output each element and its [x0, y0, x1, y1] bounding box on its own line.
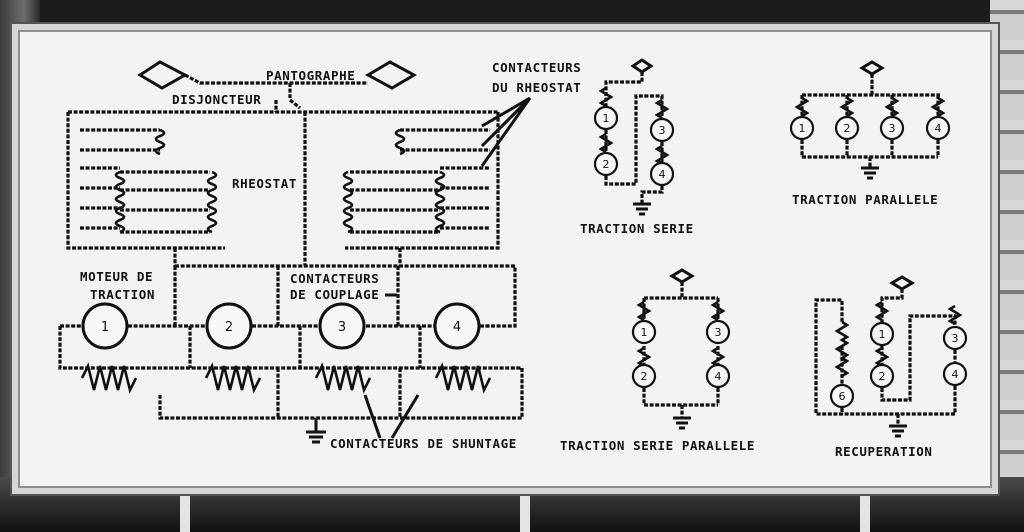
- field-windings: [80, 362, 492, 394]
- coupling-contactors-label-2: DE COUPLAGE: [290, 287, 379, 302]
- serie-motor-3: 3: [659, 124, 666, 137]
- coupling-droppers: [173, 266, 400, 326]
- ground-symbol: [306, 418, 326, 444]
- coupling-contactors-label-1: CONTACTEURS: [290, 271, 379, 286]
- sp-motor-3: 3: [715, 326, 722, 339]
- motor-1-number: 1: [101, 320, 109, 335]
- motor-4: 4: [433, 302, 481, 350]
- support-post: [180, 482, 190, 532]
- traction-motor-label-1: MOTEUR DE: [80, 269, 153, 284]
- motor-1: 1: [81, 302, 129, 350]
- parallele-caption: TRACTION PARALLELE: [792, 192, 938, 207]
- serie-motor-1: 1: [603, 112, 610, 125]
- pantograph-icon: [669, 268, 695, 284]
- scheme-traction-parallele: 1 2 3 4 TRACTION PARALLELE: [789, 60, 951, 207]
- motor-2: 2: [205, 302, 253, 350]
- recup-motor-6: 6: [839, 390, 846, 403]
- rheostat-left: [66, 112, 225, 266]
- diagram-board: [12, 24, 998, 494]
- recup-caption: RECUPERATION: [835, 444, 933, 459]
- recup-motor-2: 2: [879, 370, 886, 383]
- motor-4-number: 4: [453, 320, 461, 335]
- ground-symbol: [861, 166, 879, 180]
- scheme-traction-serie: 1 2 3 4 TRACTION SERIE: [580, 58, 694, 236]
- support-post: [860, 482, 870, 532]
- sp-caption: TRACTION SERIE PARALLELE: [560, 438, 755, 453]
- recup-motor-1: 1: [879, 328, 886, 341]
- rheostat-right: [342, 112, 500, 266]
- sp-motor-2: 2: [641, 370, 648, 383]
- support-post: [520, 482, 530, 532]
- pantograph-symbol: [137, 60, 418, 98]
- shunt-arrows: [363, 394, 420, 439]
- parallele-motor-1: 1: [799, 122, 806, 135]
- serie-motor-4: 4: [659, 168, 666, 181]
- scheme-traction-serie-parallele: 1 2 3 4 TRACTION SERIE PARALLELE: [560, 268, 755, 453]
- traction-motor-label-2: TRACTION: [90, 287, 155, 302]
- recup-motor-4: 4: [952, 368, 959, 381]
- rheostat-contactors-label-1: CONTACTEURS: [492, 60, 581, 75]
- ground-symbol: [673, 416, 691, 430]
- pantograph-icon: [889, 275, 915, 291]
- scheme-recuperation: 6 1 2 3 4 RECUPERATION: [814, 275, 968, 459]
- ground-symbol: [633, 202, 651, 216]
- shunt-contactors-label: CONTACTEURS DE SHUNTAGE: [330, 436, 517, 451]
- recup-motor-3: 3: [952, 332, 959, 345]
- breaker-label: DISJONCTEUR: [172, 92, 261, 107]
- sp-motor-1: 1: [641, 326, 648, 339]
- breaker-switch: [274, 98, 301, 112]
- motor-3: 3: [318, 302, 366, 350]
- pantograph-label: PANTOGRAPHE: [266, 68, 355, 83]
- rheostat-contactors-label-2: DU RHEOSTAT: [492, 80, 581, 95]
- rheostat-label: RHEOSTAT: [232, 176, 297, 191]
- serie-motor-2: 2: [603, 158, 610, 171]
- parallele-motor-4: 4: [935, 122, 942, 135]
- shunt-loop: [58, 326, 524, 420]
- parallele-motor-2: 2: [844, 122, 851, 135]
- serie-caption: TRACTION SERIE: [580, 221, 694, 236]
- rheostat-contactors-arrows: [480, 96, 532, 167]
- pantograph-icon: [630, 58, 654, 74]
- parallele-motor-3: 3: [889, 122, 896, 135]
- pantograph-icon: [859, 60, 885, 76]
- coupling-bus: [175, 264, 517, 328]
- main-circuit: PANTOGRAPHE DISJONCTEUR RHEOSTAT: [58, 60, 581, 451]
- motor-2-number: 2: [225, 320, 233, 335]
- ground-symbol: [889, 424, 907, 438]
- sp-motor-4: 4: [715, 370, 722, 383]
- motor-3-number: 3: [338, 320, 346, 335]
